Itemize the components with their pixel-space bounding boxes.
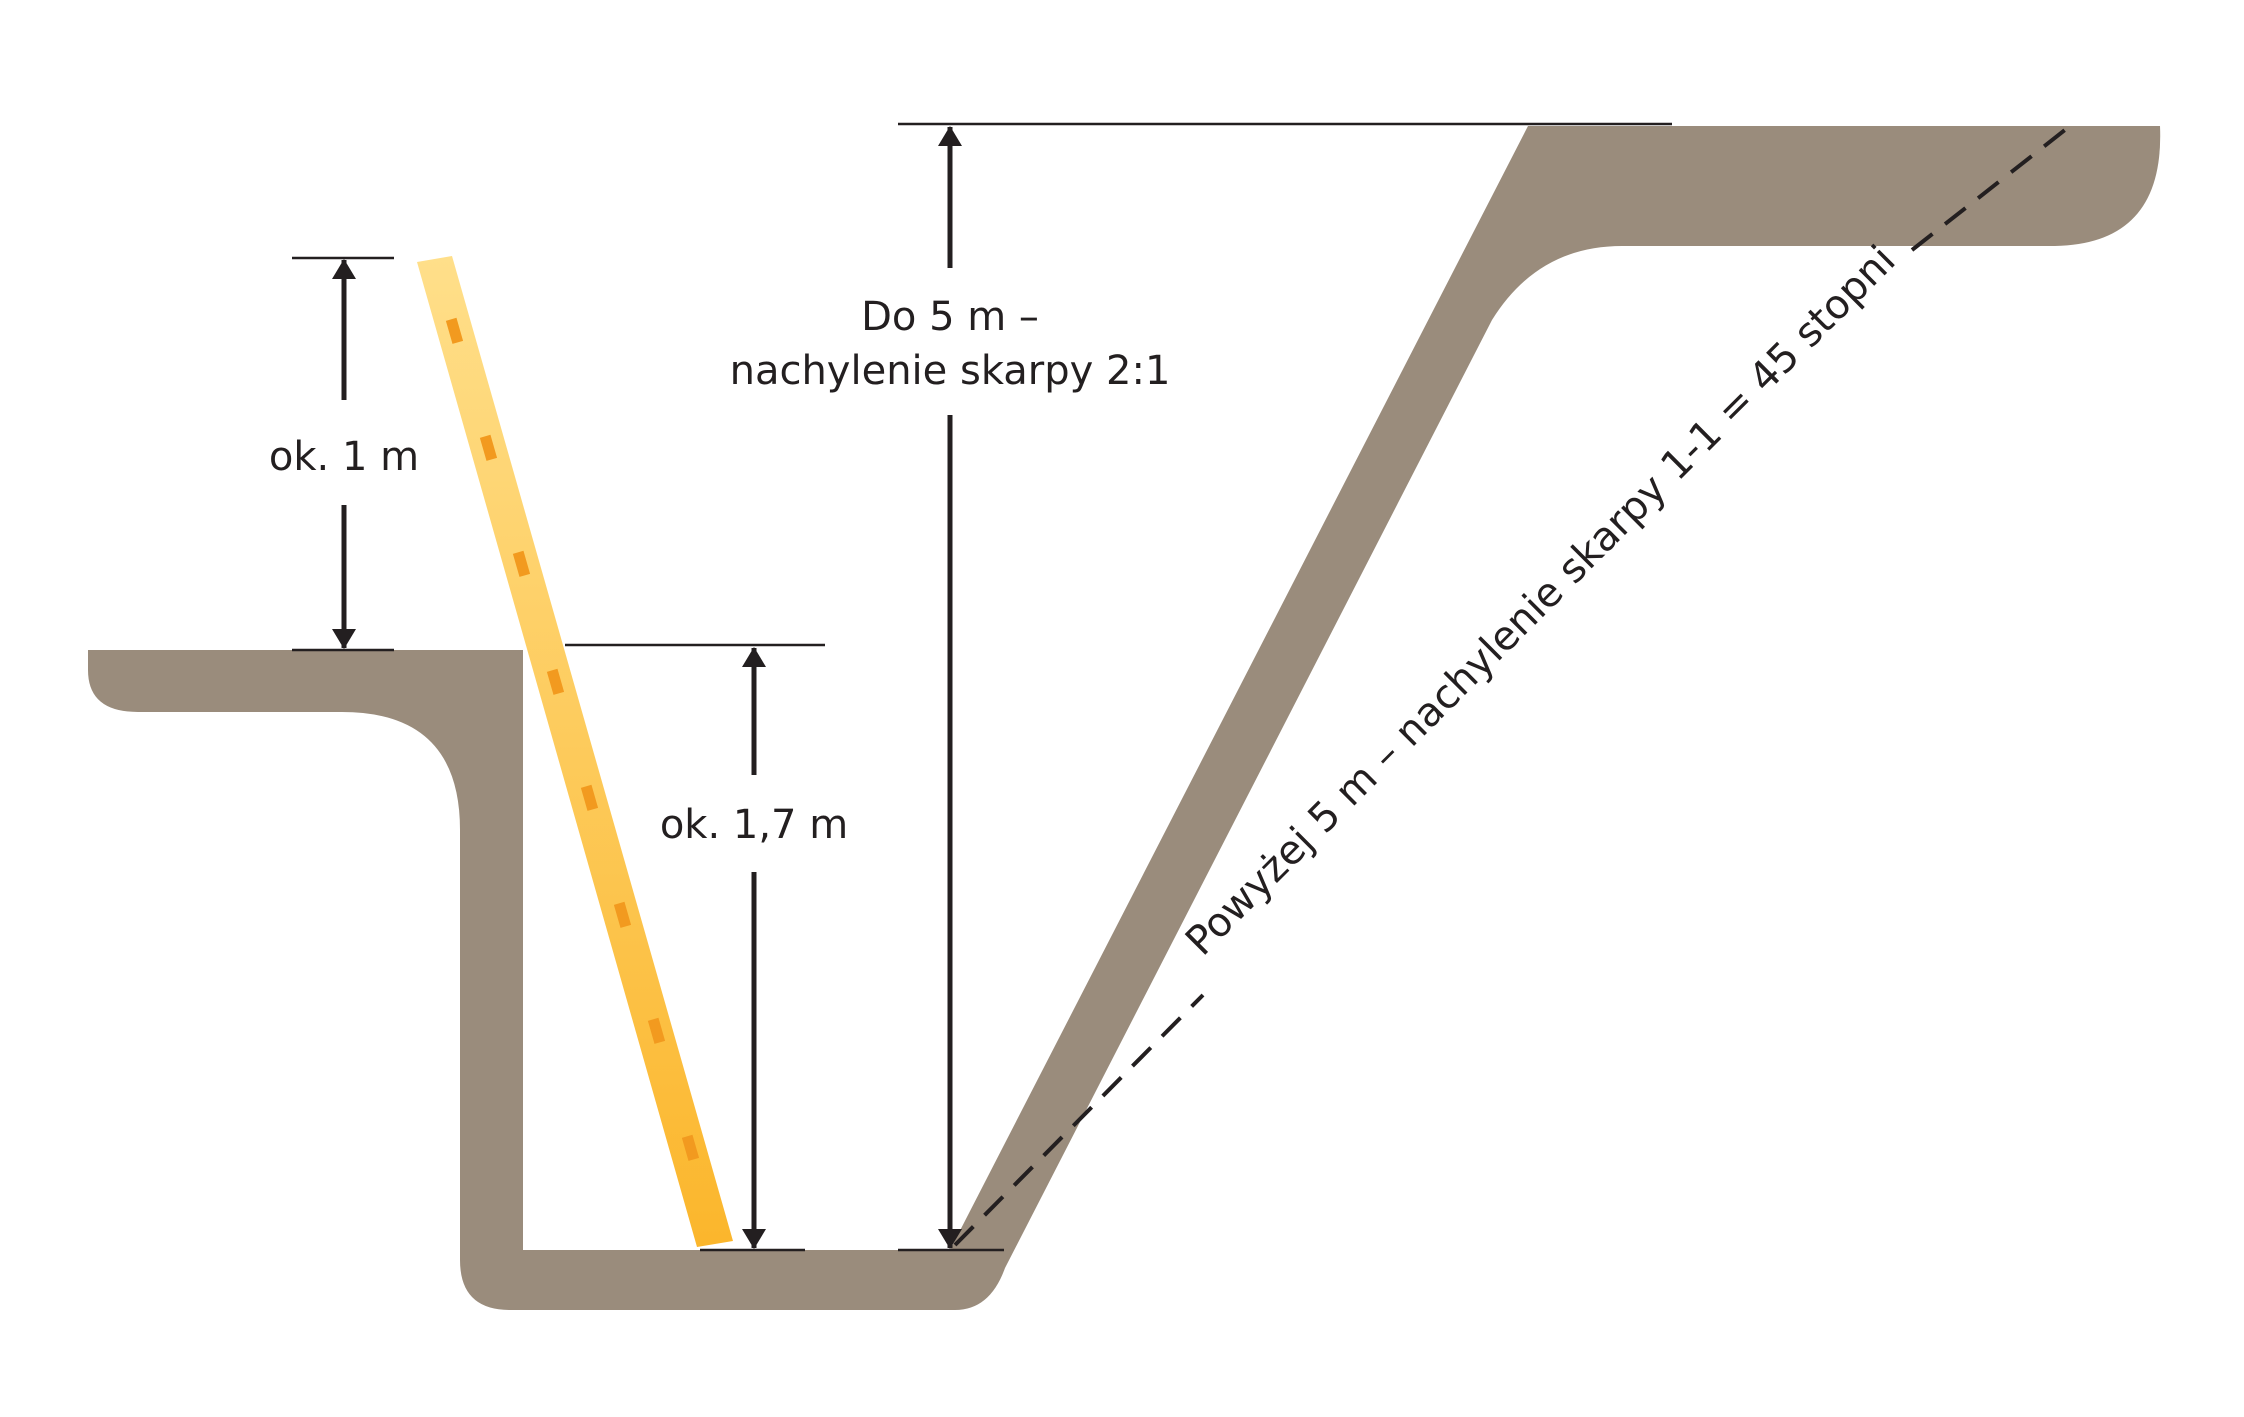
ladder-rung	[681, 1134, 700, 1161]
ladder-rung	[512, 550, 531, 577]
ladder-above-ground-label: ok. 1 m	[269, 434, 419, 480]
slope-depth-label-line1: Do 5 m –	[861, 294, 1039, 340]
ladder-rungs	[445, 317, 700, 1161]
slope-45-dashed-line	[953, 124, 2072, 1247]
ladder-rung	[580, 784, 599, 811]
ladder-rail	[417, 256, 733, 1247]
dimension-arrows	[332, 126, 962, 1249]
ladder-rung	[445, 317, 464, 344]
dashed-line-upper	[1910, 124, 2072, 252]
ladder-rung	[613, 901, 632, 928]
wall-depth-label: ok. 1,7 m	[660, 802, 848, 848]
ground-left-wall	[88, 650, 523, 1250]
ground-bottom-and-slope	[460, 126, 2161, 1310]
dashed-line-lower	[953, 993, 1205, 1247]
ladder	[417, 256, 733, 1247]
ladder-rung	[647, 1017, 666, 1044]
ladder-rung	[479, 434, 498, 461]
ladder-rung	[546, 668, 565, 695]
reference-lines	[292, 122, 1672, 1252]
slope-depth-label-line2: nachylenie skarpy 2:1	[730, 348, 1171, 394]
